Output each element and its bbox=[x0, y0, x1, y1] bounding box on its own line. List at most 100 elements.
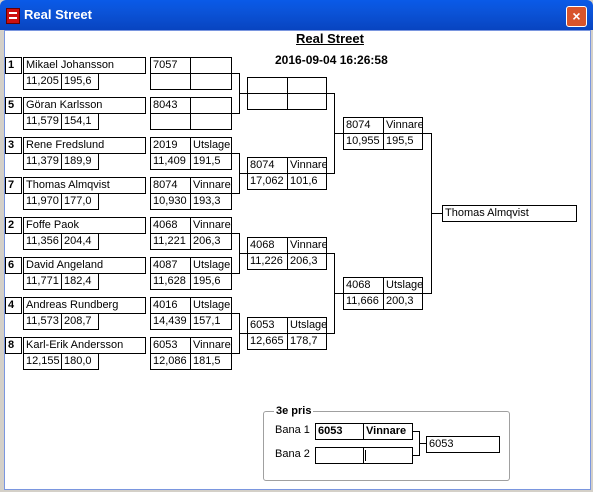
bracket-line bbox=[231, 273, 240, 274]
race-time[interactable]: 12,665 bbox=[247, 333, 288, 350]
racer-name[interactable]: Andreas Rundberg bbox=[23, 297, 146, 314]
race-speed[interactable]: 181,5 bbox=[190, 353, 232, 370]
racer-name[interactable]: Thomas Almqvist bbox=[23, 177, 146, 194]
race-speed[interactable]: 195,5 bbox=[383, 133, 423, 150]
event-datetime: 2016-09-04 16:26:58 bbox=[275, 53, 388, 67]
lane1-result[interactable]: Vinnare bbox=[363, 423, 413, 440]
race-speed[interactable] bbox=[287, 93, 327, 110]
racer-time[interactable]: 12,155 bbox=[23, 353, 62, 370]
bracket-line bbox=[326, 93, 335, 94]
racer-time[interactable]: 11,356 bbox=[23, 233, 62, 250]
car-number[interactable]: 8074 bbox=[150, 177, 191, 194]
race-result[interactable]: Utslagen bbox=[383, 277, 423, 294]
lane2-car-number[interactable] bbox=[315, 447, 364, 464]
race-time[interactable]: 11,409 bbox=[150, 153, 191, 170]
race-result[interactable]: Vinnare bbox=[383, 117, 423, 134]
car-number[interactable]: 4068 bbox=[247, 237, 288, 254]
race-time[interactable]: 11,221 bbox=[150, 233, 191, 250]
race-speed[interactable]: 206,3 bbox=[190, 233, 232, 250]
race-speed[interactable]: 200,3 bbox=[383, 293, 423, 310]
champion-name[interactable]: Thomas Almqvist bbox=[442, 205, 577, 222]
racer-speed[interactable]: 204,4 bbox=[61, 233, 99, 250]
car-number[interactable]: 4087 bbox=[150, 257, 191, 274]
racer-name[interactable]: Foffe Paok bbox=[23, 217, 146, 234]
car-number[interactable] bbox=[247, 77, 288, 94]
race-time[interactable]: 14,439 bbox=[150, 313, 191, 330]
bracket-line bbox=[239, 253, 248, 254]
racer-time[interactable]: 11,205 bbox=[23, 73, 62, 90]
close-button[interactable]: × bbox=[566, 6, 587, 27]
title-bar[interactable]: Real Street × bbox=[0, 0, 593, 30]
race-speed[interactable]: 195,6 bbox=[190, 273, 232, 290]
race-time[interactable]: 10,955 bbox=[343, 133, 384, 150]
race-result[interactable]: Vinnare bbox=[190, 337, 232, 354]
race-speed[interactable]: 193,3 bbox=[190, 193, 232, 210]
racer-speed[interactable]: 177,0 bbox=[61, 193, 99, 210]
bracket-line bbox=[231, 233, 240, 234]
race-speed[interactable]: 157,1 bbox=[190, 313, 232, 330]
race-result[interactable]: Vinnare bbox=[287, 157, 327, 174]
race-time[interactable]: 11,226 bbox=[247, 253, 288, 270]
racer-name[interactable]: Göran Karlsson bbox=[23, 97, 146, 114]
race-time[interactable]: 11,666 bbox=[343, 293, 384, 310]
bracket-line bbox=[239, 173, 248, 174]
race-speed[interactable] bbox=[190, 73, 232, 90]
race-result[interactable]: Utslagen bbox=[190, 257, 232, 274]
car-number[interactable]: 2019 bbox=[150, 137, 191, 154]
racer-name[interactable]: Rene Fredslund bbox=[23, 137, 146, 154]
race-result[interactable]: Utslagen bbox=[190, 297, 232, 314]
race-result[interactable]: Vinnare bbox=[287, 237, 327, 254]
bracket-line bbox=[239, 93, 248, 94]
car-number[interactable]: 6053 bbox=[247, 317, 288, 334]
race-time[interactable] bbox=[150, 73, 191, 90]
race-time[interactable] bbox=[247, 93, 288, 110]
race-speed[interactable]: 178,7 bbox=[287, 333, 327, 350]
race-time[interactable]: 11,628 bbox=[150, 273, 191, 290]
race-speed[interactable]: 101,6 bbox=[287, 173, 327, 190]
third-place-winner[interactable]: 6053 bbox=[426, 436, 500, 453]
racer-speed[interactable]: 195,6 bbox=[61, 73, 99, 90]
car-number[interactable]: 6053 bbox=[150, 337, 191, 354]
text-cursor bbox=[365, 450, 366, 461]
race-time[interactable] bbox=[150, 113, 191, 130]
race-time[interactable]: 17,062 bbox=[247, 173, 288, 190]
race-speed[interactable]: 206,3 bbox=[287, 253, 327, 270]
bracket-line bbox=[231, 313, 240, 314]
racer-time[interactable]: 11,573 bbox=[23, 313, 62, 330]
bracket-line bbox=[326, 173, 335, 174]
race-result[interactable]: Vinnare bbox=[190, 177, 232, 194]
car-number[interactable]: 4068 bbox=[150, 217, 191, 234]
racer-speed[interactable]: 154,1 bbox=[61, 113, 99, 130]
racer-speed[interactable]: 208,7 bbox=[61, 313, 99, 330]
car-number[interactable]: 8074 bbox=[247, 157, 288, 174]
seed-number: 2 bbox=[5, 217, 22, 234]
race-result[interactable] bbox=[287, 77, 327, 94]
lane2-result[interactable] bbox=[363, 447, 413, 464]
racer-speed[interactable]: 180,0 bbox=[61, 353, 99, 370]
race-result[interactable]: Utslagen bbox=[287, 317, 327, 334]
car-number[interactable]: 4068 bbox=[343, 277, 384, 294]
car-number[interactable]: 8074 bbox=[343, 117, 384, 134]
race-speed[interactable]: 191,5 bbox=[190, 153, 232, 170]
racer-time[interactable]: 11,771 bbox=[23, 273, 62, 290]
race-speed[interactable] bbox=[190, 113, 232, 130]
car-number[interactable]: 4016 bbox=[150, 297, 191, 314]
racer-speed[interactable]: 182,4 bbox=[61, 273, 99, 290]
race-time[interactable]: 12,086 bbox=[150, 353, 191, 370]
car-number[interactable]: 8043 bbox=[150, 97, 191, 114]
racer-speed[interactable]: 189,9 bbox=[61, 153, 99, 170]
race-result[interactable] bbox=[190, 57, 232, 74]
race-result[interactable]: Utslagen bbox=[190, 137, 232, 154]
race-time[interactable]: 10,930 bbox=[150, 193, 191, 210]
racer-name[interactable]: Karl-Erik Andersson bbox=[23, 337, 146, 354]
bracket-line bbox=[239, 333, 248, 334]
racer-time[interactable]: 11,579 bbox=[23, 113, 62, 130]
racer-name[interactable]: David Angeland bbox=[23, 257, 146, 274]
lane1-car-number[interactable]: 6053 bbox=[315, 423, 364, 440]
racer-time[interactable]: 11,970 bbox=[23, 193, 62, 210]
car-number[interactable]: 7057 bbox=[150, 57, 191, 74]
race-result[interactable] bbox=[190, 97, 232, 114]
racer-time[interactable]: 11,379 bbox=[23, 153, 62, 170]
race-result[interactable]: Vinnare bbox=[190, 217, 232, 234]
racer-name[interactable]: Mikael Johansson bbox=[23, 57, 146, 74]
